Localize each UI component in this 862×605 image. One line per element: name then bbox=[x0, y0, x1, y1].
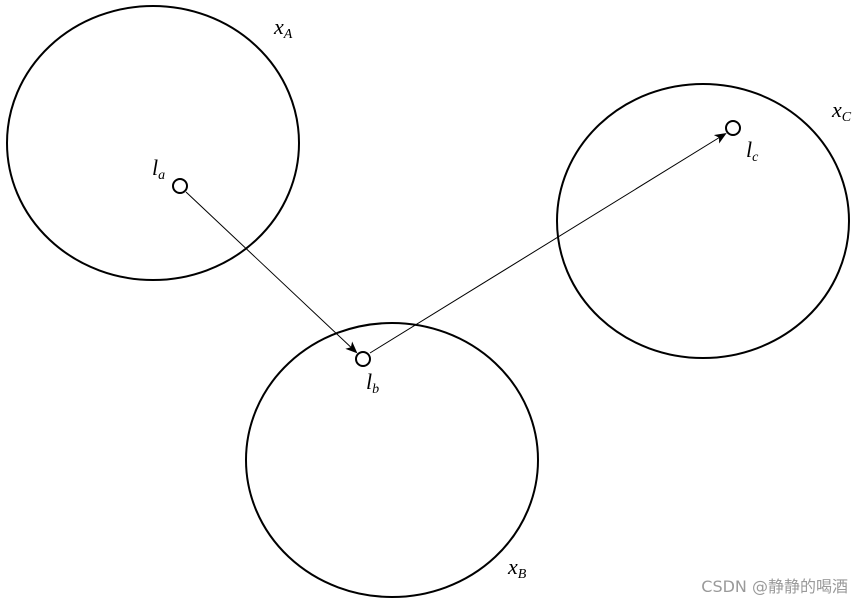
point-a bbox=[172, 178, 188, 194]
label-set-B-var: x bbox=[507, 554, 518, 579]
label-set-A: xA bbox=[273, 14, 293, 42]
edge-b-to-c bbox=[369, 132, 727, 354]
label-point-a-sub: a bbox=[158, 168, 165, 183]
point-c bbox=[725, 120, 741, 136]
region-A bbox=[6, 5, 300, 281]
label-point-b-var: l bbox=[366, 369, 372, 394]
label-set-C-var: x bbox=[831, 97, 842, 122]
edge-a-to-b bbox=[185, 191, 358, 354]
region-B bbox=[245, 322, 539, 598]
label-set-C: xC bbox=[831, 97, 852, 125]
label-set-B-sub: B bbox=[518, 567, 527, 582]
label-set-A-sub: A bbox=[283, 27, 293, 42]
point-b bbox=[355, 351, 371, 367]
label-set-B: xB bbox=[507, 554, 527, 582]
label-point-b: lb bbox=[366, 369, 379, 397]
label-point-b-sub: b bbox=[372, 382, 379, 397]
watermark: CSDN @静静的喝酒 bbox=[701, 577, 848, 596]
label-point-c-sub: c bbox=[752, 150, 759, 165]
label-point-a-var: l bbox=[152, 155, 158, 180]
label-point-a: la bbox=[152, 155, 165, 183]
label-set-A-var: x bbox=[273, 14, 284, 39]
label-point-c: lc bbox=[746, 137, 759, 165]
label-point-c-var: l bbox=[746, 137, 752, 162]
region-C bbox=[556, 83, 850, 359]
label-set-C-sub: C bbox=[842, 110, 852, 125]
